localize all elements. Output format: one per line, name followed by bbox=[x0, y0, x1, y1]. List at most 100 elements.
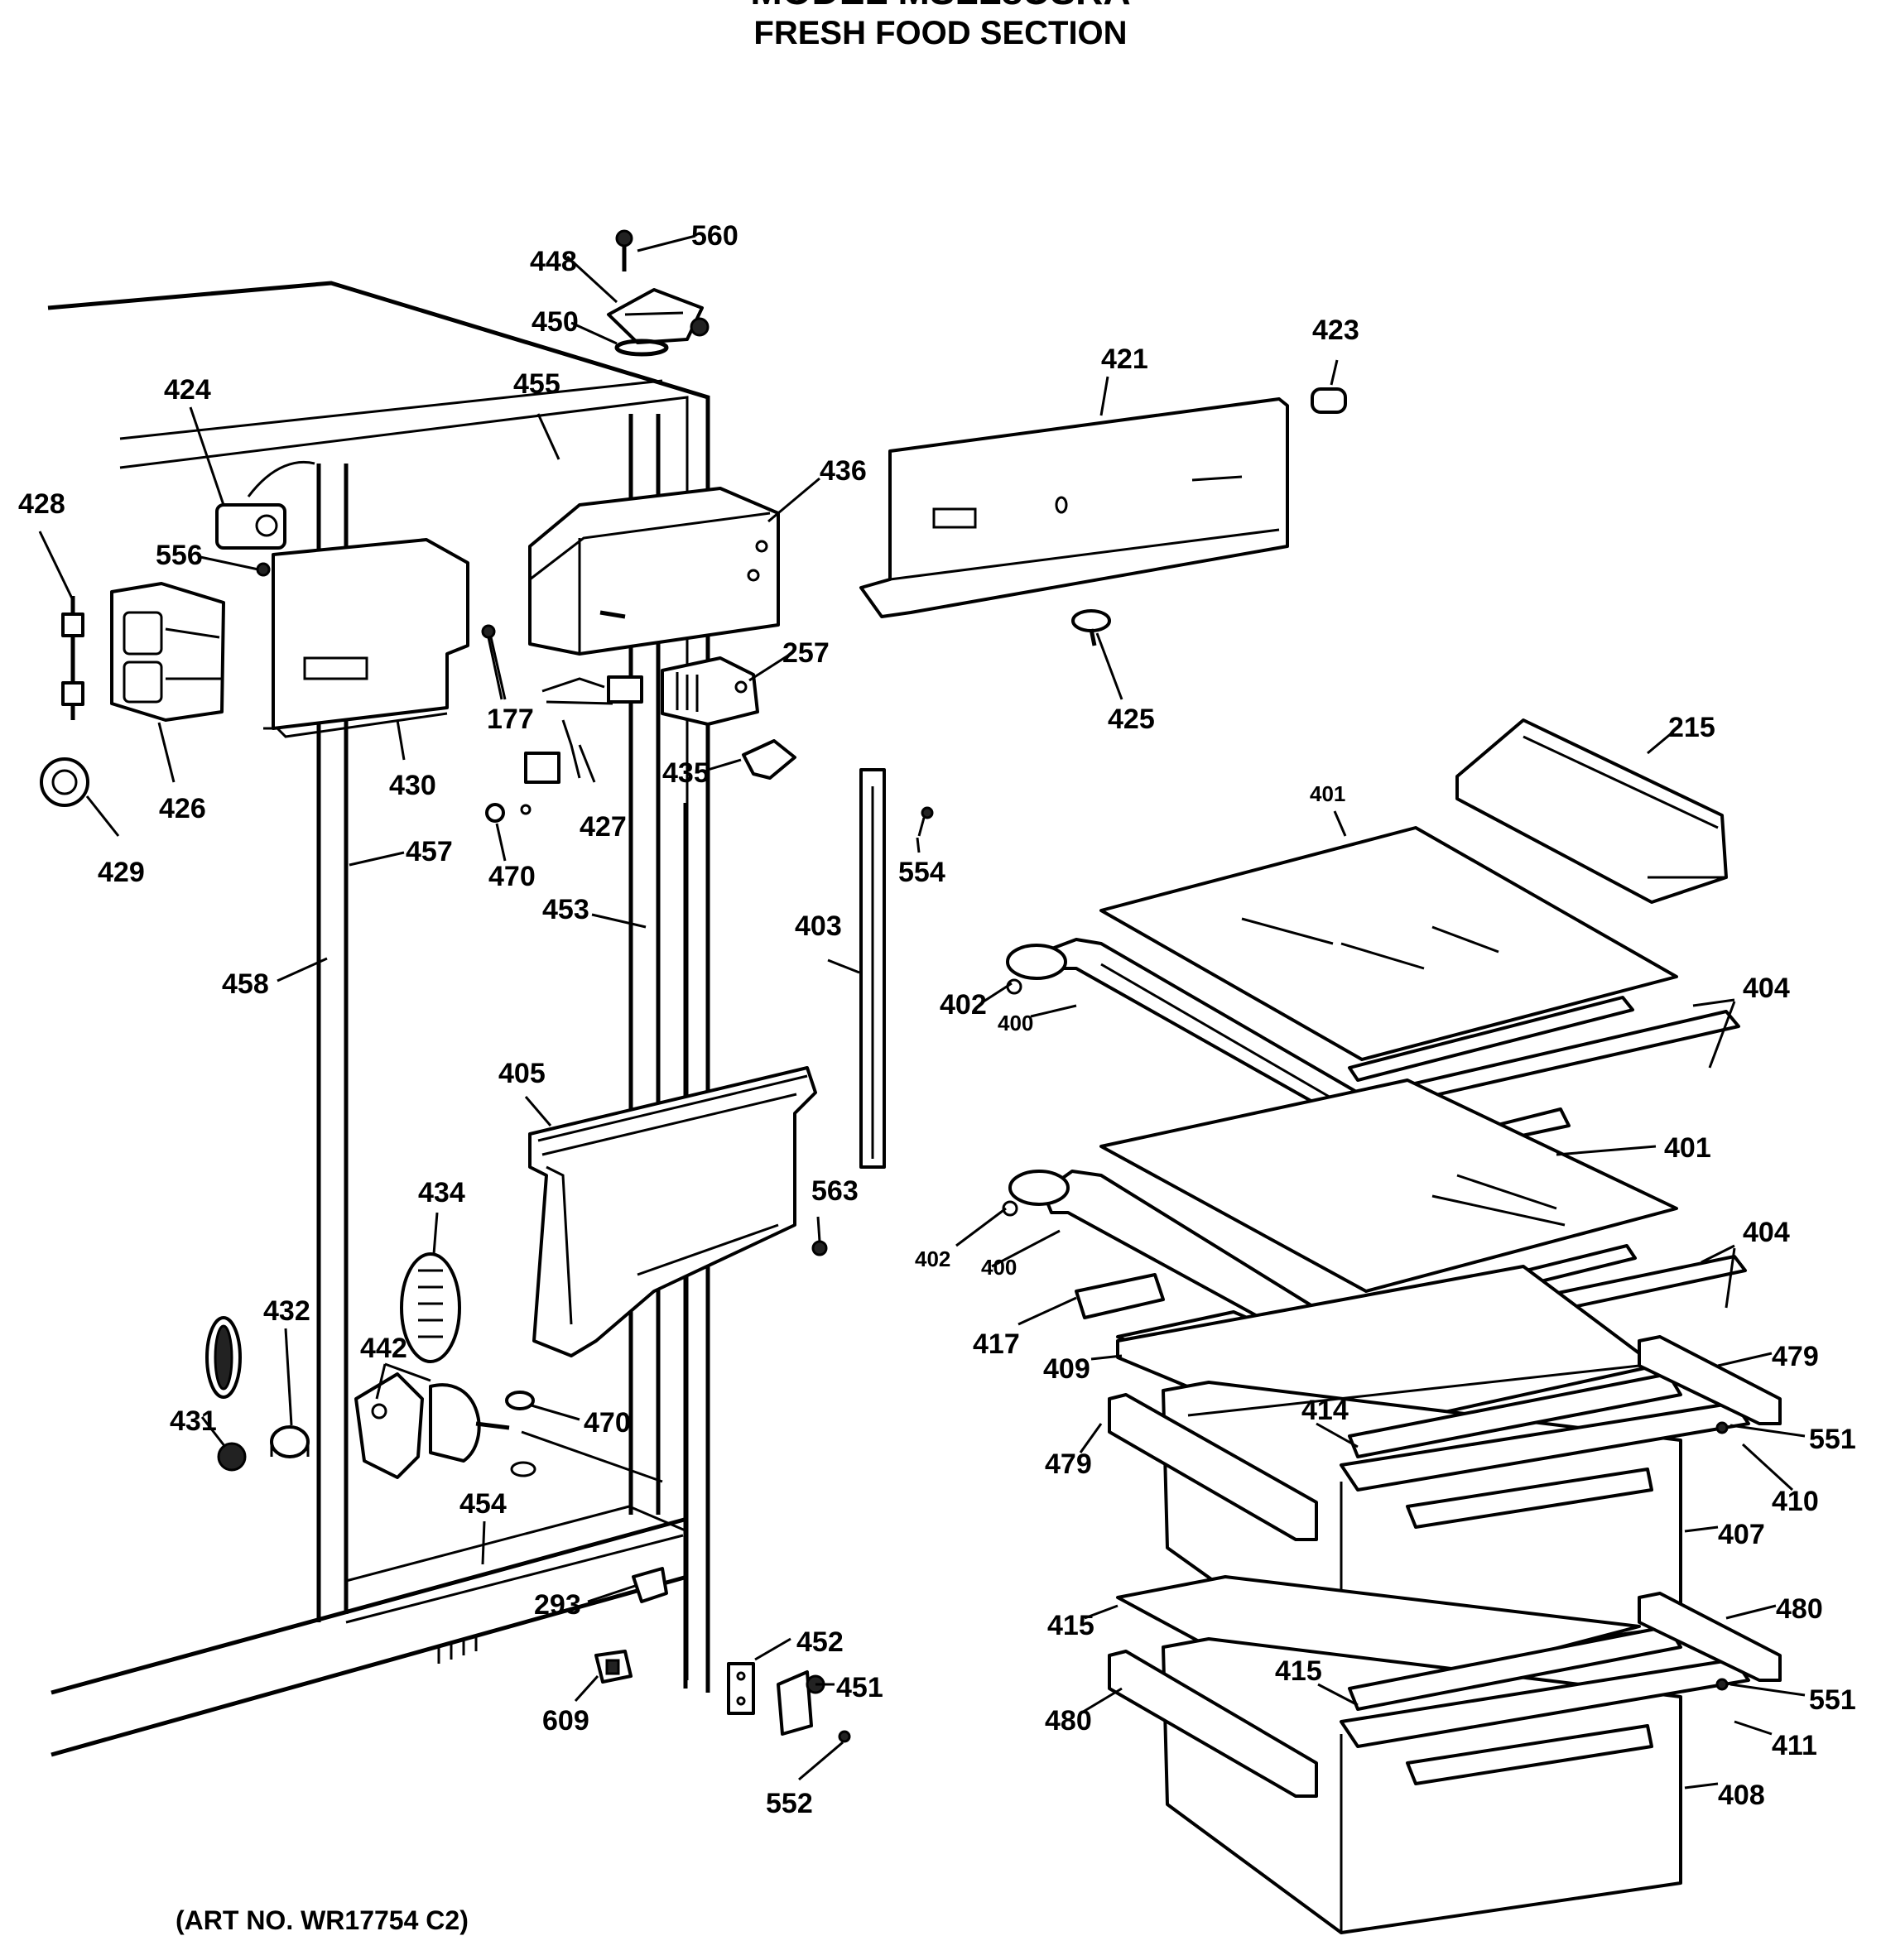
light-lens-434 bbox=[400, 1252, 461, 1363]
callout-431: 431 bbox=[170, 1405, 217, 1437]
callout-451: 451 bbox=[836, 1672, 883, 1703]
callout-480-right: 480 bbox=[1776, 1593, 1823, 1625]
crisper-rail-403 bbox=[859, 768, 886, 1169]
screw-552 bbox=[838, 1730, 851, 1743]
connector-435 bbox=[742, 739, 796, 780]
callout-452: 452 bbox=[796, 1626, 844, 1658]
callout-552: 552 bbox=[766, 1788, 813, 1819]
callout-479-left: 479 bbox=[1045, 1448, 1092, 1480]
defrost-timer-257 bbox=[661, 656, 759, 726]
callout-448: 448 bbox=[530, 246, 577, 277]
callout-404-lower: 404 bbox=[1743, 1217, 1790, 1248]
callout-400-lower: 400 bbox=[981, 1255, 1017, 1280]
thermostat-424 bbox=[215, 460, 315, 550]
light-socket-429 bbox=[40, 757, 89, 807]
cold-control-screw-560 bbox=[615, 229, 633, 271]
light-switch-432 bbox=[270, 1425, 310, 1458]
screw-554 bbox=[917, 806, 934, 837]
callout-427: 427 bbox=[580, 811, 627, 843]
callout-415-middle: 415 bbox=[1275, 1655, 1322, 1687]
crisper-slide-480-left bbox=[1108, 1650, 1318, 1798]
callout-421: 421 bbox=[1101, 343, 1148, 375]
callout-401-lower: 401 bbox=[1664, 1132, 1711, 1164]
light-switch-431 bbox=[217, 1442, 247, 1472]
dairy-bin-215 bbox=[1455, 718, 1728, 904]
shelf-pivot-402-lower bbox=[1002, 1170, 1070, 1217]
callout-435: 435 bbox=[662, 757, 710, 789]
art-number: (ART NO. WR17754 C2) bbox=[176, 1905, 469, 1935]
hinge-451 bbox=[777, 1670, 825, 1736]
callout-442: 442 bbox=[360, 1333, 407, 1364]
wiring-harness-427 bbox=[524, 675, 643, 784]
shelf-pivot-402-upper bbox=[1006, 944, 1067, 995]
callout-408: 408 bbox=[1718, 1780, 1765, 1811]
crisper-slide-479-left bbox=[1108, 1393, 1318, 1541]
callout-436: 436 bbox=[820, 455, 867, 487]
bracket-293 bbox=[632, 1567, 668, 1603]
screw-425 bbox=[1071, 609, 1111, 646]
control-housing-426 bbox=[110, 582, 225, 722]
callout-434: 434 bbox=[418, 1177, 465, 1208]
callout-293: 293 bbox=[534, 1589, 581, 1621]
callout-563: 563 bbox=[811, 1175, 859, 1207]
lens-431-oval bbox=[205, 1316, 242, 1399]
callout-410: 410 bbox=[1772, 1486, 1819, 1517]
washer-450 bbox=[614, 339, 669, 357]
callout-400-upper: 400 bbox=[998, 1011, 1033, 1035]
callout-556: 556 bbox=[156, 540, 203, 571]
callout-402-upper: 402 bbox=[940, 989, 987, 1021]
crisper-slide-480-right bbox=[1638, 1592, 1782, 1691]
callout-402-lower: 402 bbox=[915, 1247, 950, 1271]
callout-257: 257 bbox=[782, 637, 830, 669]
callout-403: 403 bbox=[795, 910, 842, 942]
callout-425: 425 bbox=[1108, 704, 1155, 735]
callout-609: 609 bbox=[542, 1705, 589, 1737]
shelf-support-405 bbox=[528, 1066, 817, 1357]
callout-415-left: 415 bbox=[1047, 1610, 1094, 1641]
plug-470-bottom bbox=[505, 1391, 536, 1477]
cam-609 bbox=[594, 1650, 633, 1684]
lower-shelf-glass-401 bbox=[1099, 1078, 1678, 1293]
screw-177 bbox=[481, 624, 503, 700]
callout-480-left: 480 bbox=[1045, 1705, 1092, 1737]
callout-453: 453 bbox=[542, 894, 589, 925]
callout-407: 407 bbox=[1718, 1519, 1765, 1550]
callout-551-lower: 551 bbox=[1809, 1684, 1856, 1716]
screw-563 bbox=[811, 1240, 828, 1256]
callout-177: 177 bbox=[487, 704, 534, 735]
callout-405: 405 bbox=[498, 1058, 546, 1089]
damper-control-442 bbox=[354, 1372, 510, 1479]
control-cover-430 bbox=[263, 538, 469, 738]
callout-labels: 560 448 450 455 424 428 556 426 430 177 … bbox=[18, 220, 1856, 1819]
crisper-cover-support-417 bbox=[1075, 1273, 1165, 1319]
thermostat-mount-428 bbox=[61, 596, 84, 720]
callout-417: 417 bbox=[973, 1328, 1020, 1360]
crisper-cover-frame-414 bbox=[1348, 1372, 1682, 1458]
light-bulb-423 bbox=[1311, 387, 1347, 414]
callout-430: 430 bbox=[389, 770, 436, 801]
light-shield-421 bbox=[859, 397, 1289, 618]
screw-556 bbox=[256, 562, 271, 577]
callout-404-upper: 404 bbox=[1743, 973, 1790, 1004]
upper-shelf-glass-401 bbox=[1099, 826, 1678, 1061]
callout-401-upper: 401 bbox=[1310, 781, 1345, 806]
air-duct-436 bbox=[528, 487, 780, 656]
callout-455: 455 bbox=[513, 368, 560, 400]
callout-428: 428 bbox=[18, 488, 65, 520]
lower-crisper-408 bbox=[1162, 1637, 1750, 1934]
callout-457: 457 bbox=[406, 836, 453, 867]
callout-479-right: 479 bbox=[1772, 1341, 1819, 1372]
callout-458: 458 bbox=[222, 968, 269, 1000]
hinge-bracket-448 bbox=[607, 288, 710, 344]
leader-lines bbox=[38, 234, 1806, 1789]
callout-423: 423 bbox=[1312, 315, 1359, 346]
callout-426: 426 bbox=[159, 793, 206, 824]
hinge-plate-452 bbox=[727, 1662, 755, 1715]
callout-560: 560 bbox=[691, 220, 738, 252]
callout-554: 554 bbox=[898, 857, 945, 888]
section-title: FRESH FOOD SECTION bbox=[753, 15, 1128, 51]
callout-551-upper: 551 bbox=[1809, 1424, 1856, 1455]
model-title: MODEL MSLL8USRA bbox=[0, 0, 1881, 7]
